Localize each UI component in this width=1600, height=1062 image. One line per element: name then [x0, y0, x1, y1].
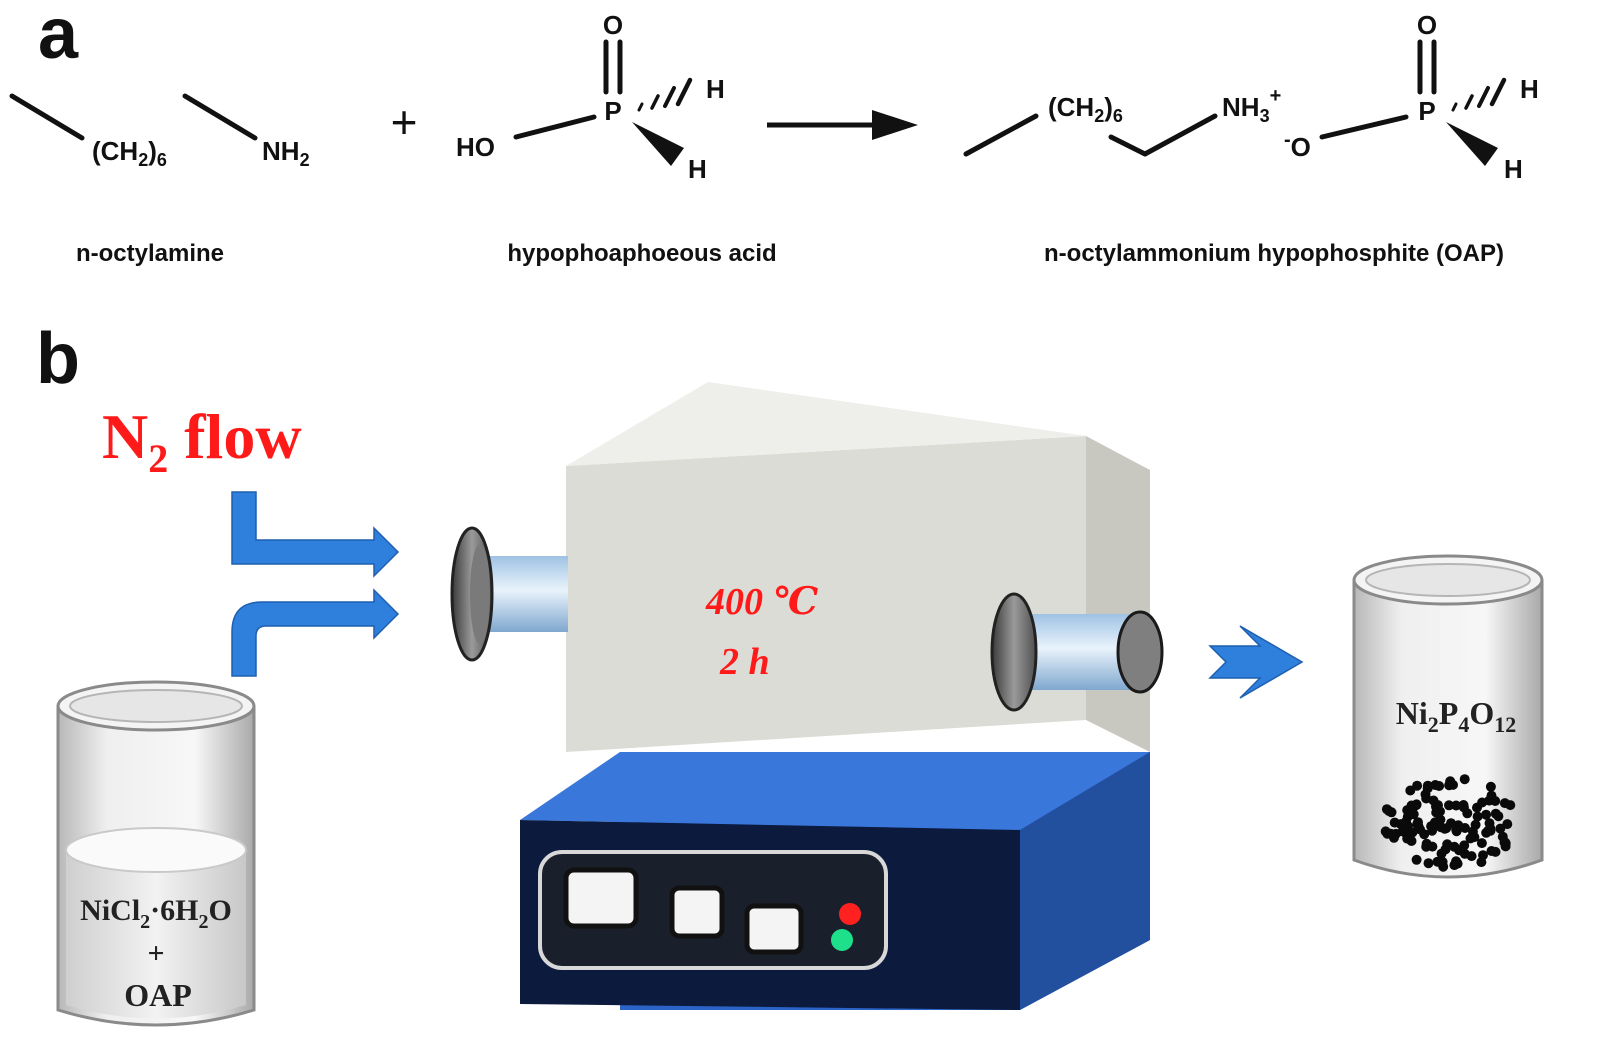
- particle: [1423, 858, 1434, 869]
- particle: [1397, 826, 1408, 837]
- particle: [1449, 841, 1460, 852]
- particle: [1497, 831, 1508, 842]
- particle: [1406, 836, 1417, 846]
- tube-right: [990, 592, 1164, 712]
- acid-phosphorus: P: [604, 96, 621, 126]
- particle: [1440, 844, 1451, 855]
- octylamine-amine-label: NH2: [262, 136, 310, 170]
- acid-structure: [513, 39, 693, 140]
- particle: [1459, 840, 1470, 851]
- octylamine-chain-label: (CH2)6: [92, 136, 167, 170]
- outlet-arrow: [1208, 625, 1304, 699]
- product-chain-label: (CH2)6: [1048, 92, 1123, 126]
- particle: [1428, 821, 1439, 832]
- particle: [1476, 838, 1487, 849]
- plus-sign: +: [391, 96, 418, 148]
- acid-wedge-bond: [632, 122, 684, 166]
- particle: [1407, 827, 1418, 838]
- particle: [1421, 793, 1432, 804]
- product-particles: [1380, 774, 1516, 872]
- product-name: n-octylammonium hypophosphite (OAP): [1044, 240, 1504, 267]
- particle: [1435, 822, 1446, 833]
- particle: [1499, 798, 1510, 809]
- furnace-temperature: 400 ℃: [705, 581, 819, 623]
- particle: [1438, 861, 1449, 872]
- product-phosphorus: P: [1418, 96, 1435, 126]
- particle: [1458, 800, 1469, 810]
- product-anion-oxygen: -O: [1284, 129, 1311, 162]
- gas-arrow-lower: [231, 588, 400, 677]
- product-formula: Ni2P4O12: [1396, 695, 1516, 737]
- octylamine-structure: [9, 93, 258, 141]
- reaction-arrow: [767, 110, 918, 140]
- furnace-base: [520, 752, 1150, 1010]
- particle: [1478, 850, 1488, 861]
- panel-label-b: b: [36, 319, 80, 399]
- particle: [1481, 809, 1492, 820]
- particle: [1484, 795, 1495, 806]
- particle: [1421, 841, 1432, 852]
- particle: [1490, 808, 1501, 819]
- particle: [1485, 781, 1496, 792]
- panel-label-a: a: [38, 0, 79, 74]
- particle: [1466, 851, 1477, 862]
- particle: [1460, 823, 1470, 833]
- product-structure: [963, 39, 1507, 157]
- particle: [1472, 811, 1483, 822]
- precursor-line2: +: [147, 937, 164, 970]
- acid-hydrogen-dashed: H: [706, 74, 725, 104]
- acid-hydroxyl: HO: [456, 132, 495, 162]
- product-ammonium-label: NH3+: [1222, 85, 1281, 126]
- octylamine-name: n-octylamine: [76, 240, 224, 267]
- furnace-duration: 2 h: [719, 641, 770, 683]
- furnace-indicator-red: [839, 903, 861, 925]
- precursor-beaker: [56, 680, 256, 1027]
- gas-arrow-upper: [231, 491, 400, 578]
- furnace-button-large[interactable]: [563, 867, 639, 929]
- particle: [1451, 856, 1462, 867]
- acid-name: hypophoaphoeous acid: [507, 240, 776, 267]
- particle: [1412, 819, 1423, 830]
- product-hydrogen-wedge: H: [1504, 154, 1523, 184]
- particle: [1462, 808, 1473, 819]
- particle: [1389, 817, 1400, 828]
- particle: [1459, 774, 1470, 785]
- product-hydrogen-dashed: H: [1520, 74, 1539, 104]
- product-wedge-bond: [1446, 122, 1498, 166]
- particle: [1490, 846, 1501, 857]
- particle: [1434, 781, 1445, 791]
- furnace-button-right[interactable]: [744, 903, 804, 955]
- tube-left: [450, 526, 568, 662]
- furnace-body: [566, 382, 1150, 752]
- particle: [1419, 829, 1430, 840]
- particle: [1467, 826, 1478, 837]
- particle: [1381, 804, 1392, 815]
- particle: [1422, 780, 1433, 791]
- product-oxygen: O: [1417, 10, 1437, 40]
- particle: [1495, 823, 1506, 834]
- particle: [1433, 800, 1443, 811]
- particle: [1445, 776, 1456, 787]
- furnace-button-middle[interactable]: [669, 885, 725, 939]
- particle: [1485, 823, 1496, 834]
- acid-oxygen: O: [603, 10, 623, 40]
- precursor-line3: OAP: [124, 977, 192, 1013]
- furnace-indicator-green: [831, 929, 853, 951]
- precursor-line1: NiCl2·6H2O: [80, 894, 232, 933]
- gas-flow-label: N2 flow: [102, 401, 302, 481]
- particle: [1411, 854, 1422, 865]
- particle: [1380, 826, 1391, 837]
- particle: [1401, 816, 1411, 827]
- acid-hydrogen-wedge: H: [688, 154, 707, 184]
- particle: [1405, 785, 1416, 796]
- particle: [1444, 800, 1454, 811]
- particle: [1451, 800, 1462, 811]
- particle: [1411, 800, 1422, 811]
